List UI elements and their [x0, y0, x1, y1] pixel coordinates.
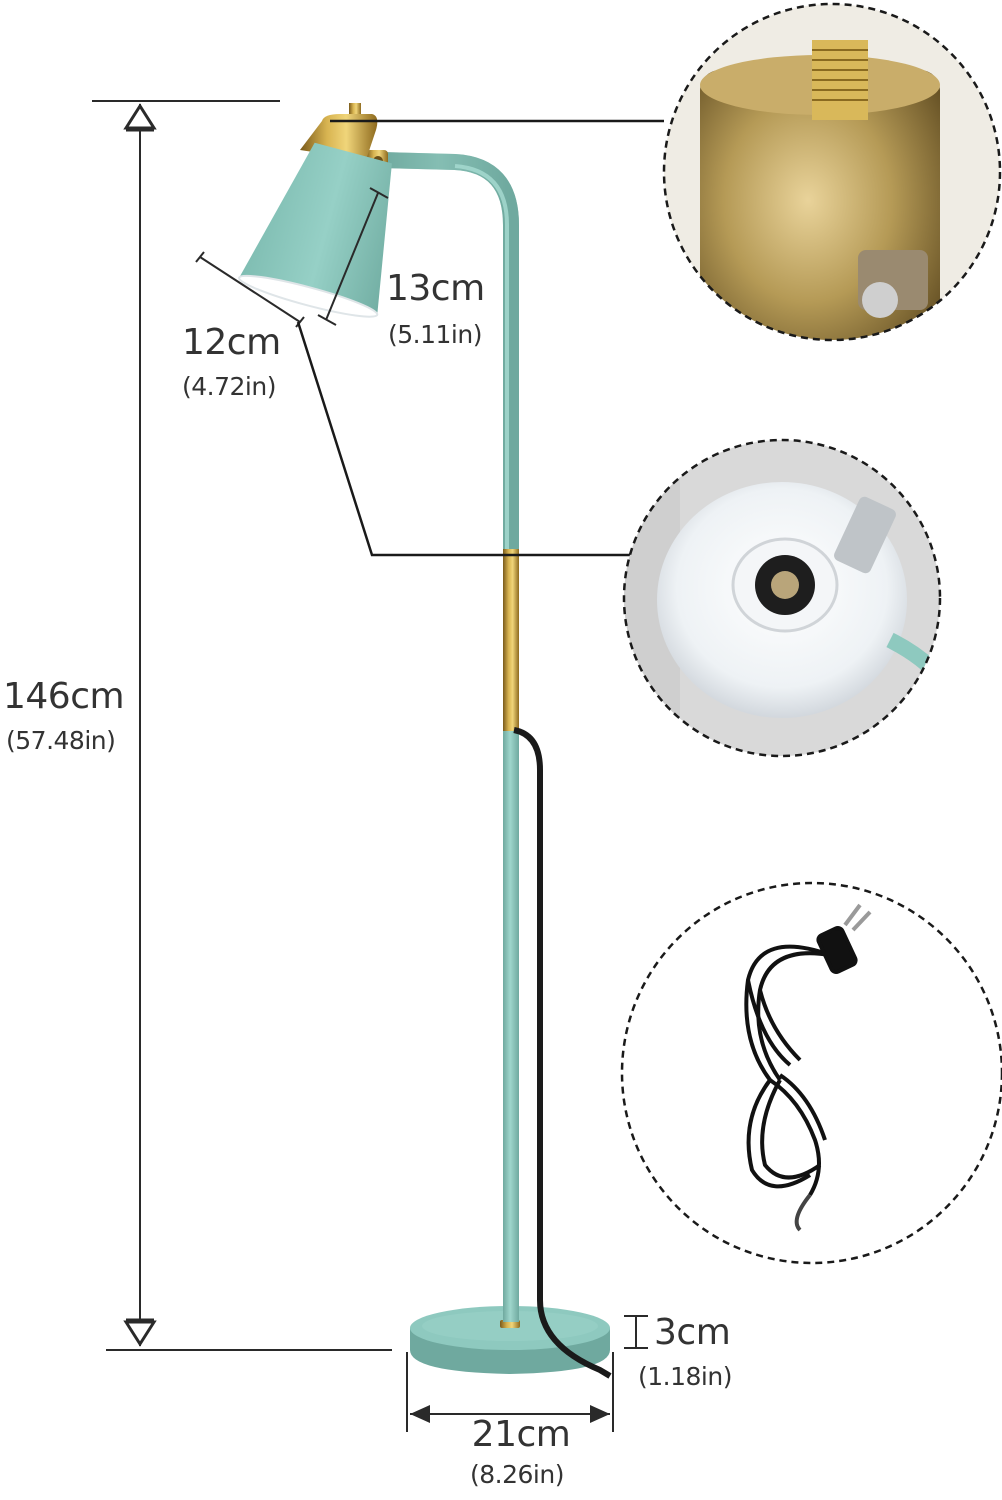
base-thickness-imperial-label: (1.18in): [638, 1362, 732, 1391]
floor-lamp: [238, 103, 612, 1379]
base-diameter-imperial-label: (8.26in): [470, 1460, 564, 1489]
height-metric-label: 146cm: [3, 676, 125, 717]
lamp-shade: [238, 142, 392, 318]
detail-brass-knob: [662, 2, 1002, 342]
lamp-base: [410, 1306, 610, 1374]
power-cable: [513, 727, 612, 1379]
shade-diameter-imperial-label: (4.72in): [182, 372, 276, 401]
arrow-up-icon: [123, 103, 157, 130]
brass-knob-closeup-icon: [662, 2, 1002, 342]
shade-length-metric-label: 13cm: [386, 268, 485, 309]
base-thickness-metric-label: 3cm: [654, 1312, 731, 1353]
height-dimension: [92, 100, 392, 1351]
shade-diameter-metric-label: 12cm: [182, 322, 281, 363]
callout-lines: [296, 119, 664, 557]
shade-length-imperial-label: (5.11in): [388, 320, 482, 349]
brass-pole-section: [503, 549, 519, 731]
detail-power-cord: [620, 881, 1002, 1265]
arrow-left-icon: [410, 1405, 430, 1423]
base-thickness-dimension: [624, 1315, 648, 1349]
detail-lamp-socket: [622, 438, 942, 758]
arrow-right-icon: [590, 1405, 610, 1423]
power-cord-plug-icon: [620, 881, 1002, 1265]
shade-length-dimension: [317, 187, 389, 326]
arrow-down-icon: [123, 1320, 157, 1347]
base-diameter-metric-label: 21cm: [471, 1414, 571, 1455]
shade-diameter-dimension: [195, 251, 305, 328]
upper-pole: [379, 152, 519, 549]
base-diameter-dimension: [406, 1352, 614, 1432]
lower-pole: [503, 728, 519, 1322]
lamp-socket-closeup-icon: [622, 438, 942, 758]
height-imperial-label: (57.48in): [6, 726, 116, 755]
